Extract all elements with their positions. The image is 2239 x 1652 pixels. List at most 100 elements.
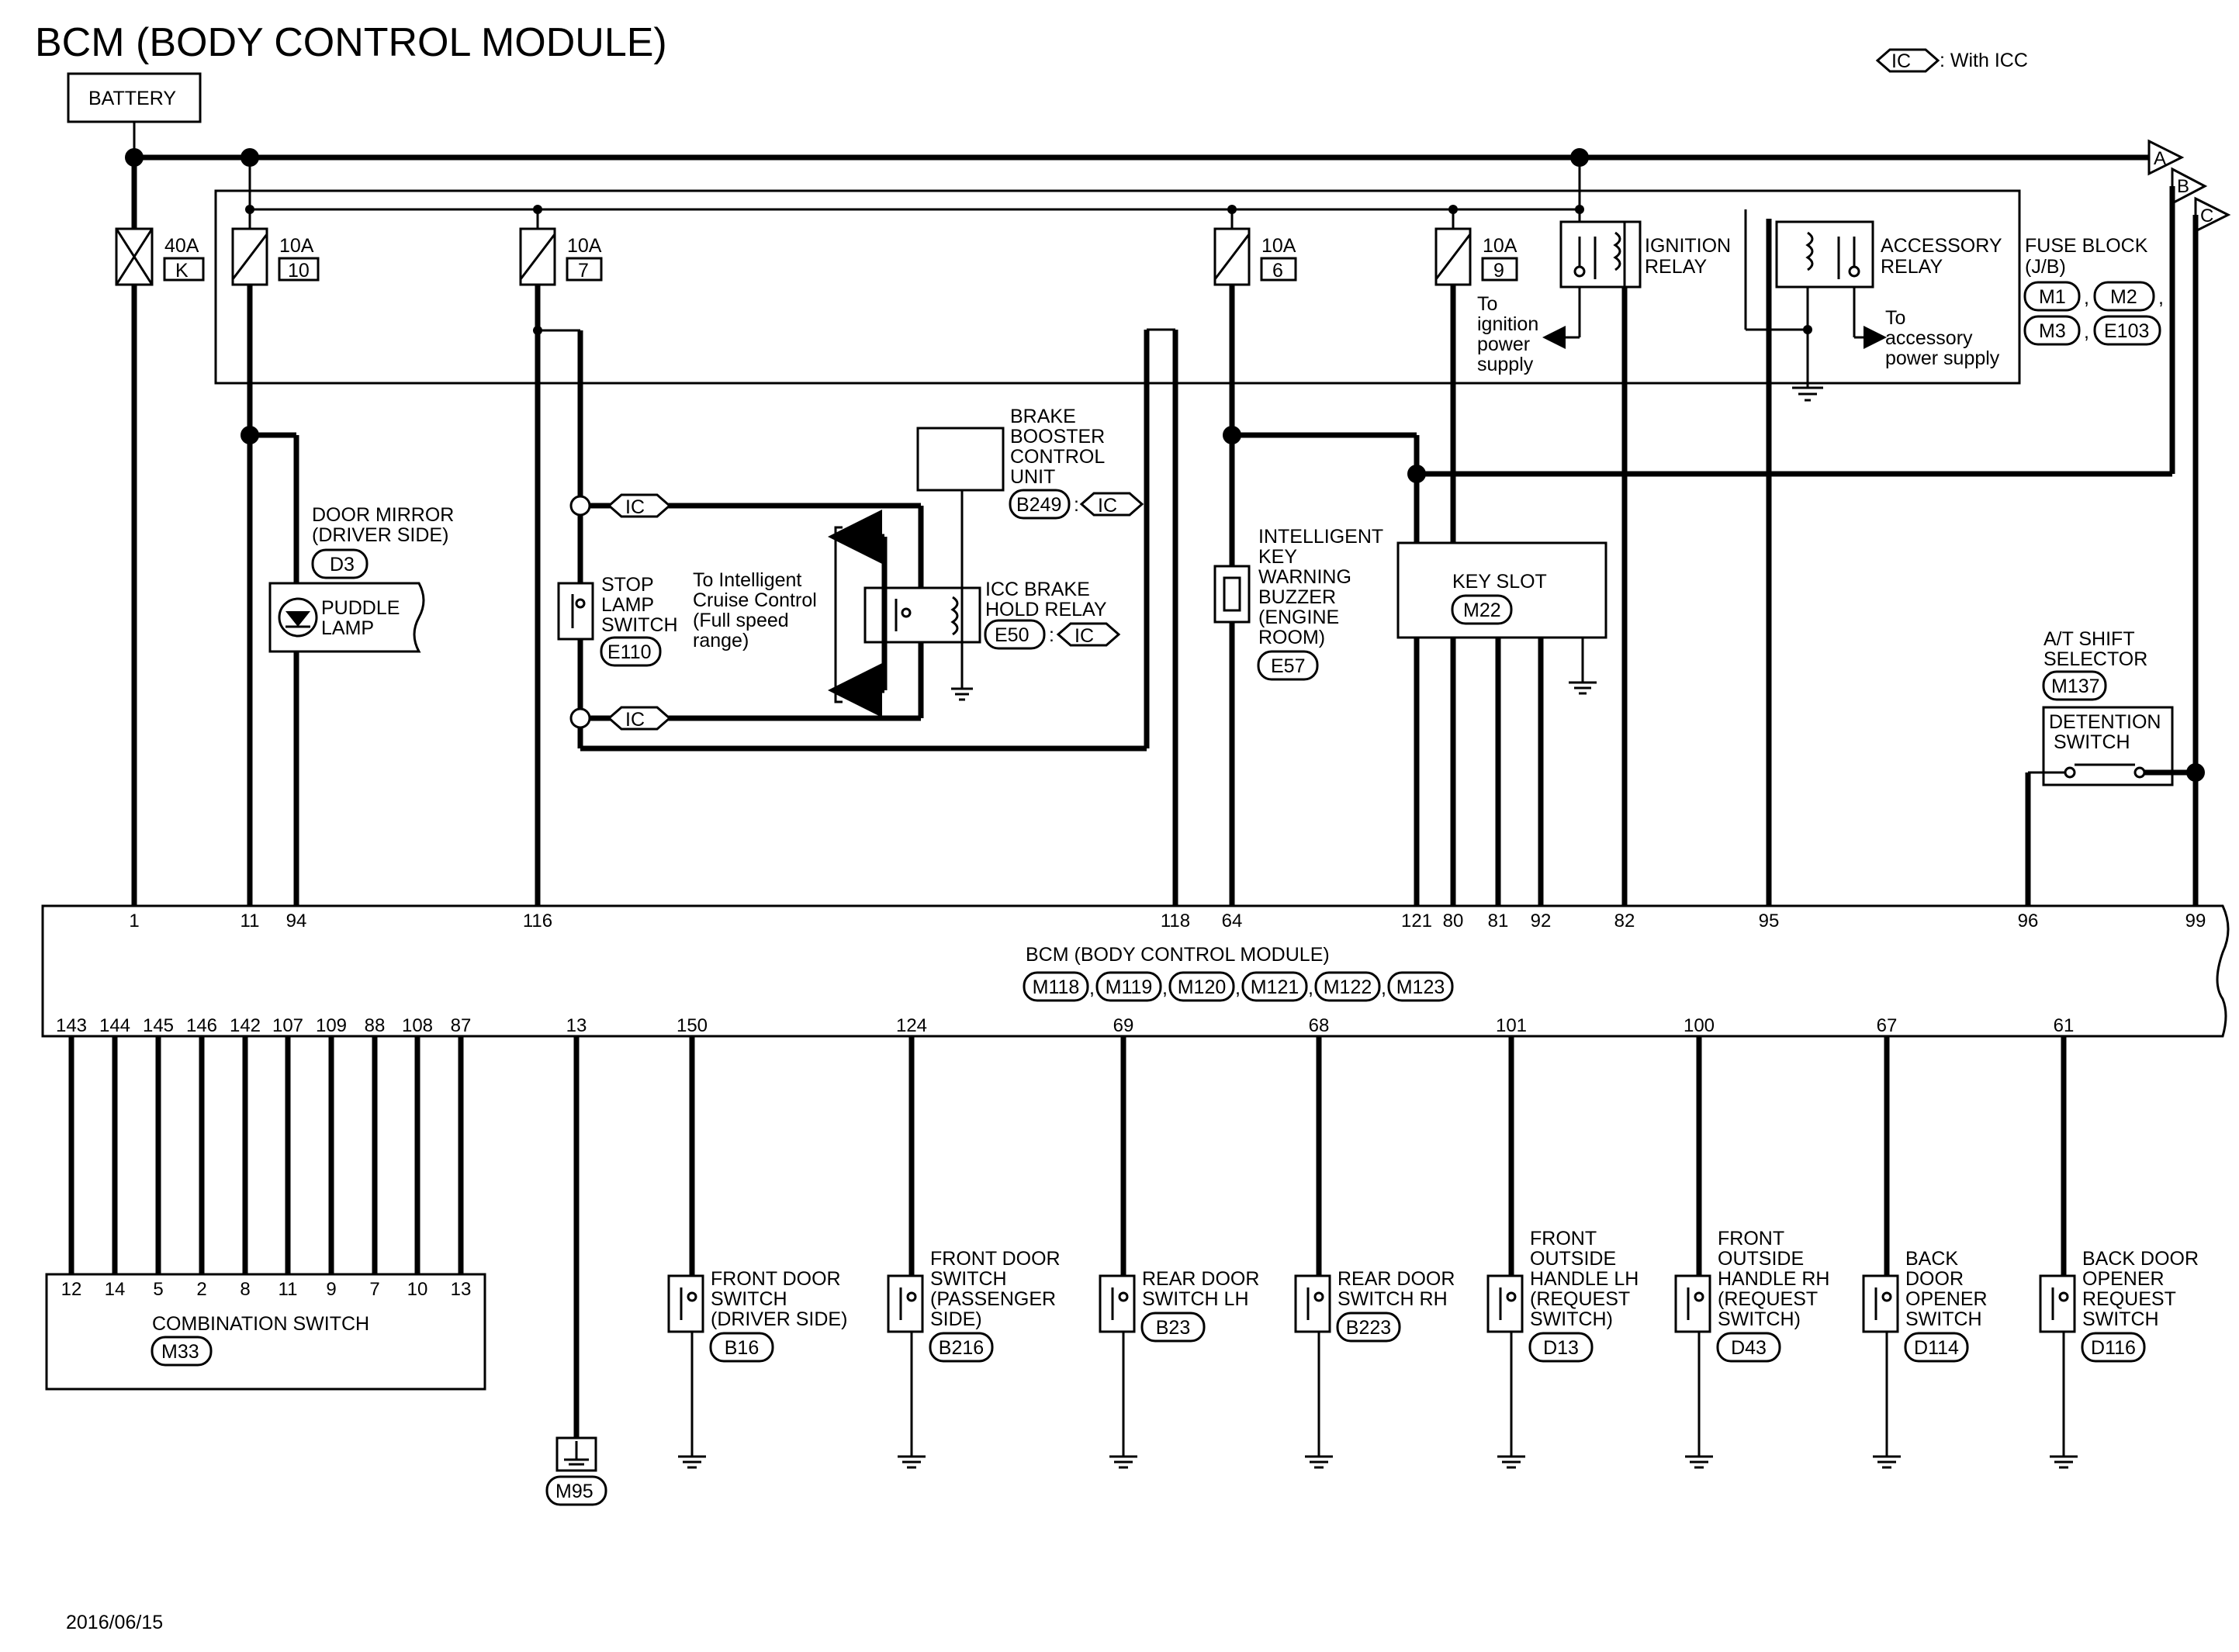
switch-label: OUTSIDE: [1530, 1248, 1616, 1270]
combination-switch: COMBINATION SWITCH M33: [45, 1273, 486, 1391]
switch-label: SWITCH: [930, 1268, 1007, 1290]
switch-terminal: [1118, 1291, 1129, 1302]
pin-label: 95: [1759, 911, 1780, 931]
switch-label: OPENER: [2082, 1268, 2165, 1290]
switch-label: OUTSIDE: [1718, 1248, 1804, 1270]
switch-label: SWITCH RH: [1338, 1288, 1448, 1310]
svg-text:IC: IC: [625, 709, 645, 731]
fuse-10a-9: 10A 9: [1434, 209, 1518, 543]
pin-label: 96: [2018, 911, 2039, 931]
pin-label: 150: [677, 1015, 708, 1036]
pin-label: 109: [316, 1015, 347, 1036]
pin-label: 146: [186, 1015, 217, 1036]
connector-point-a: A: [2147, 139, 2185, 176]
svg-text:RELAY: RELAY: [1881, 256, 1943, 278]
svg-text:7: 7: [578, 260, 589, 282]
svg-text:LAMP: LAMP: [321, 617, 374, 639]
svg-text:To: To: [1885, 307, 1905, 329]
bcm-connector-pill: [1095, 971, 1162, 1002]
pin-label: 80: [1443, 911, 1464, 931]
svg-text:M95: M95: [555, 1481, 593, 1502]
svg-text:10A: 10A: [279, 235, 314, 257]
switch-label: (REQUEST: [1530, 1288, 1630, 1310]
bcm-module: BCM (BODY CONTROL MODULE): [41, 904, 2230, 1038]
svg-text:K: K: [175, 260, 189, 282]
fuse-40a: 40A K: [115, 157, 205, 909]
ignition-note: To ignition power supply: [1477, 293, 1538, 375]
switch-label: OPENER: [1905, 1288, 1988, 1310]
svg-text:BRAKE: BRAKE: [1010, 406, 1076, 427]
svg-text:D3: D3: [330, 554, 355, 575]
bcm-connector-pill: [1241, 971, 1308, 1002]
svg-text:E103: E103: [2104, 320, 2149, 342]
bcm-connector-label: M123: [1396, 976, 1445, 998]
svg-text:IC: IC: [625, 496, 645, 518]
switch-connector-pill: [1716, 1332, 1781, 1363]
brake-booster-control-unit: BRAKE BOOSTER CONTROL UNIT B249 : IC: [916, 406, 1144, 588]
pin-label: 82: [1614, 911, 1635, 931]
svg-text:COMBINATION SWITCH: COMBINATION SWITCH: [152, 1313, 369, 1335]
pin-label: 13: [566, 1015, 587, 1036]
svg-text:RELAY: RELAY: [1645, 256, 1707, 278]
pin-label: 7: [369, 1279, 379, 1300]
legend-text: : With ICC: [1940, 50, 2028, 71]
door-mirror: DOOR MIRROR (DRIVER SIDE) D3 PUDDLE LAMP: [241, 426, 454, 909]
bcm-connectors: M118,M119,M120,M121,M122,M123: [1023, 971, 1454, 1002]
svg-text:SELECTOR: SELECTOR: [2043, 648, 2147, 670]
switch-terminal: [1694, 1291, 1704, 1302]
svg-text:,: ,: [2084, 321, 2089, 343]
svg-text:BCM (BODY CONTROL MODULE): BCM (BODY CONTROL MODULE): [1026, 944, 1330, 966]
svg-text:HOLD RELAY: HOLD RELAY: [985, 599, 1107, 620]
svg-text:To Intelligent: To Intelligent: [693, 569, 801, 591]
bcm-connector-label: M119: [1106, 976, 1153, 998]
pin-label: 11: [279, 1279, 298, 1300]
pin-label: 124: [896, 1015, 927, 1036]
switch-label: SWITCH): [1530, 1308, 1613, 1330]
switch-body: [1099, 1274, 1136, 1333]
svg-text:SWITCH: SWITCH: [2054, 731, 2130, 753]
pin-label: 143: [56, 1015, 87, 1036]
svg-text:DOOR MIRROR: DOOR MIRROR: [312, 504, 454, 526]
switch-terminal: [2058, 1291, 2069, 1302]
pin-label: 144: [99, 1015, 130, 1036]
pin-label: 10: [407, 1279, 428, 1300]
svg-text:B249: B249: [1016, 494, 1061, 516]
switch-label: FRONT: [1718, 1228, 1784, 1249]
switch-label: SWITCH: [1905, 1308, 1982, 1330]
switch-label: FRONT DOOR: [930, 1248, 1061, 1270]
pin-label: 67: [1877, 1015, 1898, 1036]
fuse-block-label: FUSE BLOCK (J/B) M1 , M2 , M3 , E103: [2023, 235, 2164, 346]
pin-label: 107: [272, 1015, 303, 1036]
pin-label: 14: [105, 1279, 126, 1300]
pin-label: 108: [402, 1015, 433, 1036]
separator: ,: [1162, 977, 1168, 999]
pin-label: 99: [2185, 911, 2206, 931]
svg-text:BOOSTER: BOOSTER: [1010, 426, 1105, 448]
pin-label: 61: [2054, 1015, 2075, 1036]
pin-label: 121: [1401, 911, 1432, 931]
svg-text:(DRIVER SIDE): (DRIVER SIDE): [312, 524, 448, 546]
switch-body: [1486, 1274, 1524, 1333]
pin-label: 100: [1684, 1015, 1715, 1036]
switch-connector-pill: [1140, 1312, 1206, 1343]
accessory-note: To accessory power supply: [1885, 307, 2000, 369]
svg-text:DETENTION: DETENTION: [2049, 711, 2161, 733]
separator: ,: [1089, 977, 1095, 999]
svg-text:40A: 40A: [164, 235, 199, 257]
svg-text:10: 10: [288, 260, 310, 282]
svg-text:6: 6: [1272, 260, 1283, 282]
svg-text:9: 9: [1493, 260, 1504, 282]
switch-connector-pill: [1904, 1332, 1969, 1363]
page-title: BCM (BODY CONTROL MODULE): [35, 20, 667, 65]
svg-text:Cruise Control: Cruise Control: [693, 589, 817, 611]
key-slot: KEY SLOT M22: [1396, 541, 1607, 909]
svg-text:KEY: KEY: [1258, 546, 1297, 568]
separator: ,: [1308, 977, 1313, 999]
accessory-relay: ACCESSORY RELAY: [1744, 209, 2002, 909]
switch-body: [1674, 1274, 1711, 1333]
